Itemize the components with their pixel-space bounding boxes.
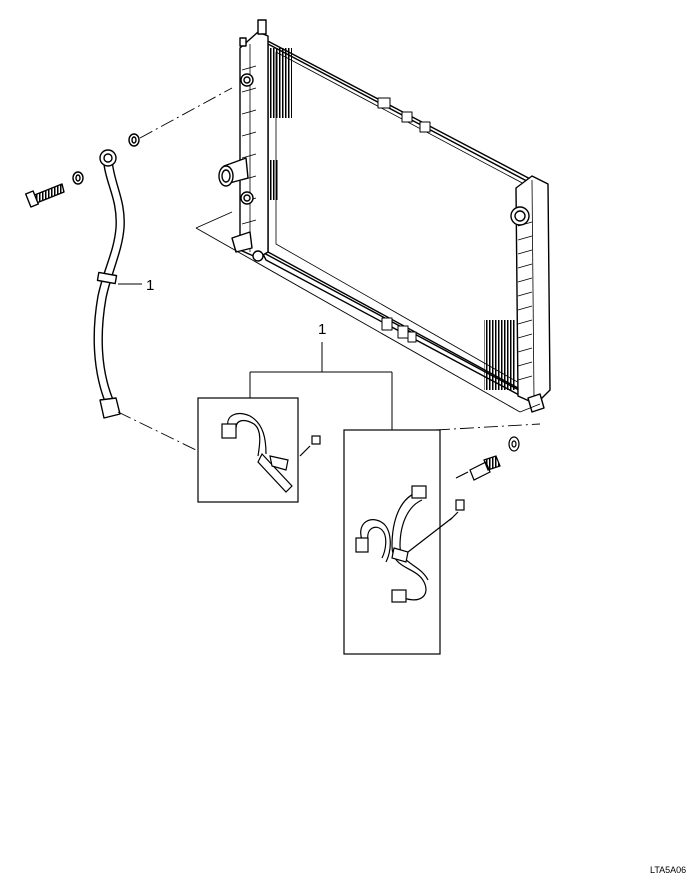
- callout-left-label: 1: [146, 277, 154, 294]
- alignment-lines: [117, 87, 541, 451]
- variant-box-b: [343, 429, 453, 655]
- variant-b-fitting-left: [355, 537, 369, 553]
- radiator: [218, 19, 551, 413]
- figure-id: LTA5A06: [650, 865, 686, 875]
- variant-box-a: [197, 397, 299, 503]
- washer-upper: [128, 133, 140, 147]
- left-mount: [231, 231, 253, 253]
- washer-lower: [72, 171, 84, 185]
- left-hose: [93, 163, 117, 405]
- upper-port: [240, 73, 254, 87]
- variant-b-fitting-bottom: [391, 589, 407, 603]
- bottom-rail-brackets: [381, 317, 417, 343]
- hose-clamp: [96, 271, 118, 285]
- lower-fitting: [99, 397, 121, 419]
- mounting-plane: [195, 211, 541, 413]
- right-fin-hatch: [484, 320, 516, 390]
- variant-box-b-frame: [343, 429, 441, 655]
- variant-a-hose: [227, 413, 267, 455]
- filler-neck: [257, 19, 267, 35]
- variant-b-hose-main: [391, 491, 427, 601]
- variant-b-bolt: [449, 499, 465, 521]
- upper-hose-assembly: [24, 133, 140, 419]
- variant-b-fitting-top: [411, 485, 427, 499]
- callout-left: 1: [118, 277, 154, 294]
- variant-b-hose-upper: [360, 519, 391, 563]
- lower-port: [240, 191, 254, 205]
- banjo-fitting: [99, 149, 117, 167]
- hollow-bolt: [455, 436, 520, 481]
- variant-a-bracket: [257, 452, 293, 493]
- variant-a-bolt: [299, 435, 321, 457]
- outlet-pipe: [510, 206, 530, 226]
- top-rail-brackets: [377, 97, 431, 133]
- callout-variants-label: 1: [318, 321, 326, 338]
- variant-box-a-frame: [197, 397, 299, 503]
- callout-variants: 1: [249, 321, 393, 430]
- left-tank: [239, 31, 269, 259]
- variant-a-fitting: [221, 423, 237, 439]
- left-fin-hatch: [268, 48, 292, 118]
- variant-b-bracket: [391, 547, 409, 563]
